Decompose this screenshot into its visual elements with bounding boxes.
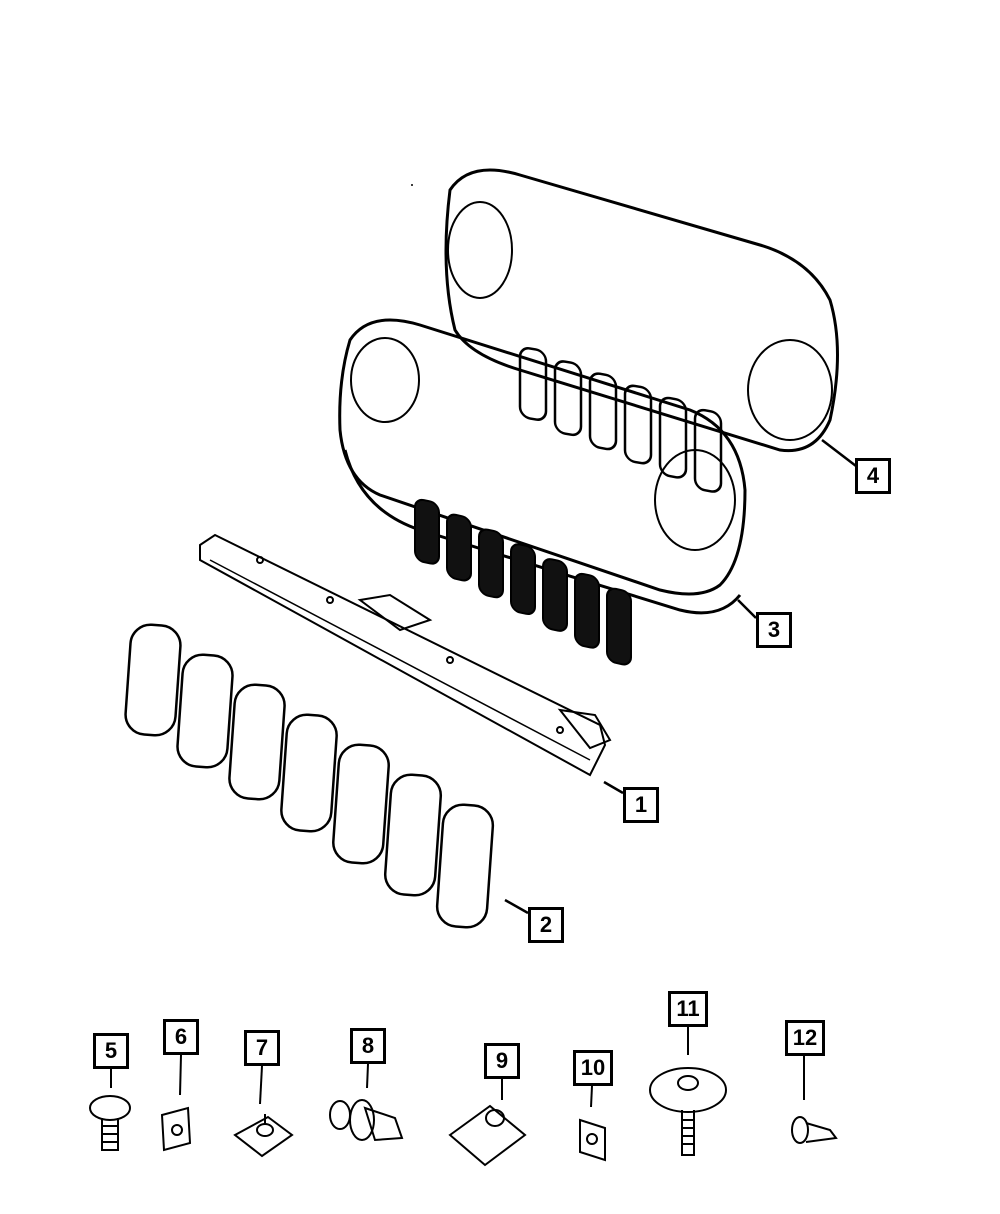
callout-5[interactable]: 5	[93, 1033, 129, 1069]
part-7-u-nut	[233, 1114, 294, 1158]
part-6-clip-nut	[160, 1106, 192, 1152]
part-1-reinforcement-bar	[199, 533, 612, 777]
callout-8[interactable]: 8	[350, 1028, 386, 1064]
leader-line-1	[603, 780, 624, 795]
part-10-clip-nut	[579, 1118, 606, 1162]
part-5-screw	[89, 1095, 131, 1151]
part-2-grille-inserts	[124, 623, 495, 929]
part-12-screw	[791, 1116, 838, 1144]
part-8-push-pin	[329, 1099, 404, 1142]
leader-line-2	[504, 898, 529, 915]
part-4-grille-housing	[444, 168, 839, 493]
callout-4[interactable]: 4	[855, 458, 891, 494]
callout-1[interactable]: 1	[623, 787, 659, 823]
part-11-washer-bolt	[649, 1067, 727, 1156]
leader-line-3	[737, 599, 757, 619]
callout-11[interactable]: 11	[668, 991, 708, 1027]
part-3-grille	[338, 318, 747, 666]
callout-12[interactable]: 12	[785, 1020, 825, 1056]
callout-3[interactable]: 3	[756, 612, 792, 648]
callout-10[interactable]: 10	[573, 1050, 613, 1086]
callout-9[interactable]: 9	[484, 1043, 520, 1079]
fastener-leaders	[110, 1027, 805, 1108]
callout-7[interactable]: 7	[244, 1030, 280, 1066]
callout-6[interactable]: 6	[163, 1019, 199, 1055]
callout-2[interactable]: 2	[528, 907, 564, 943]
leader-line-4	[821, 439, 857, 467]
part-9-u-nut	[448, 1104, 527, 1167]
